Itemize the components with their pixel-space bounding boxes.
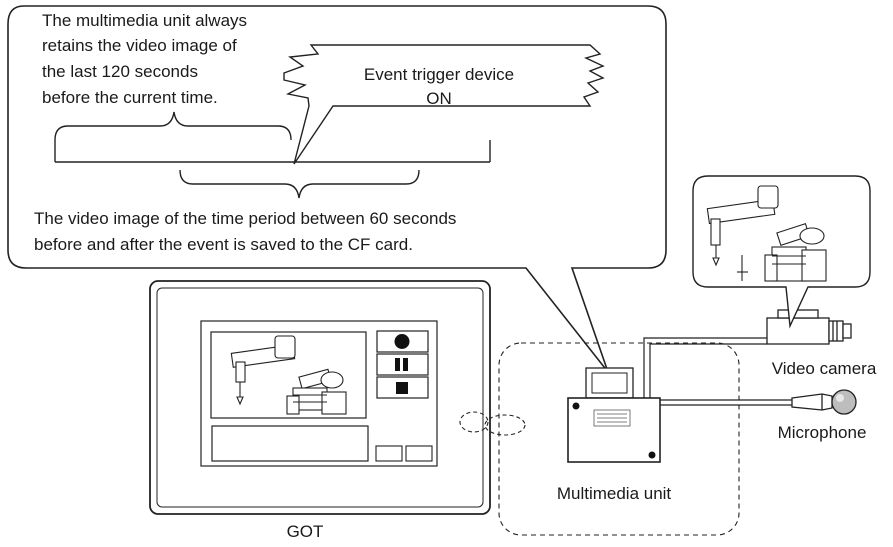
pause-button[interactable] — [376, 353, 429, 376]
multimedia-unit — [567, 397, 661, 463]
event-trigger-text-2: ON — [426, 89, 452, 108]
got-small-button-1[interactable] — [375, 445, 403, 462]
microphone-cable — [660, 399, 792, 406]
retention-text-4: before the current time. — [42, 88, 218, 107]
multimedia-unit-label: Multimedia unit — [557, 484, 672, 503]
microphone-label: Microphone — [778, 423, 867, 442]
pause-icon — [395, 358, 408, 371]
cf-card — [585, 367, 634, 399]
video-camera — [766, 309, 852, 345]
stop-icon — [396, 382, 408, 394]
retention-text-2: retains the video image of — [42, 36, 237, 55]
microphone — [791, 389, 857, 415]
got-connection — [459, 411, 526, 436]
got-panel — [149, 280, 491, 515]
retention-text-3: the last 120 seconds — [42, 62, 198, 81]
retention-brace — [54, 111, 292, 141]
saved-text-1: The video image of the time period betwe… — [34, 209, 456, 228]
record-icon — [394, 334, 410, 349]
saved-window-brace — [179, 169, 420, 199]
timeline — [54, 140, 491, 163]
camera-view-robot-image — [706, 185, 827, 282]
got-label: GOT — [287, 522, 324, 541]
video-camera-label: Video camera — [772, 359, 877, 378]
robot-image — [230, 335, 347, 415]
camera-cable — [643, 337, 767, 398]
event-trigger-text-1: Event trigger device — [364, 65, 514, 84]
retention-text-1: The multimedia unit always — [42, 11, 247, 30]
event-trigger-burst — [283, 44, 605, 165]
got-small-button-2[interactable] — [405, 445, 433, 462]
got-text-field — [211, 425, 369, 462]
saved-text-2: before and after the event is saved to t… — [34, 235, 413, 254]
